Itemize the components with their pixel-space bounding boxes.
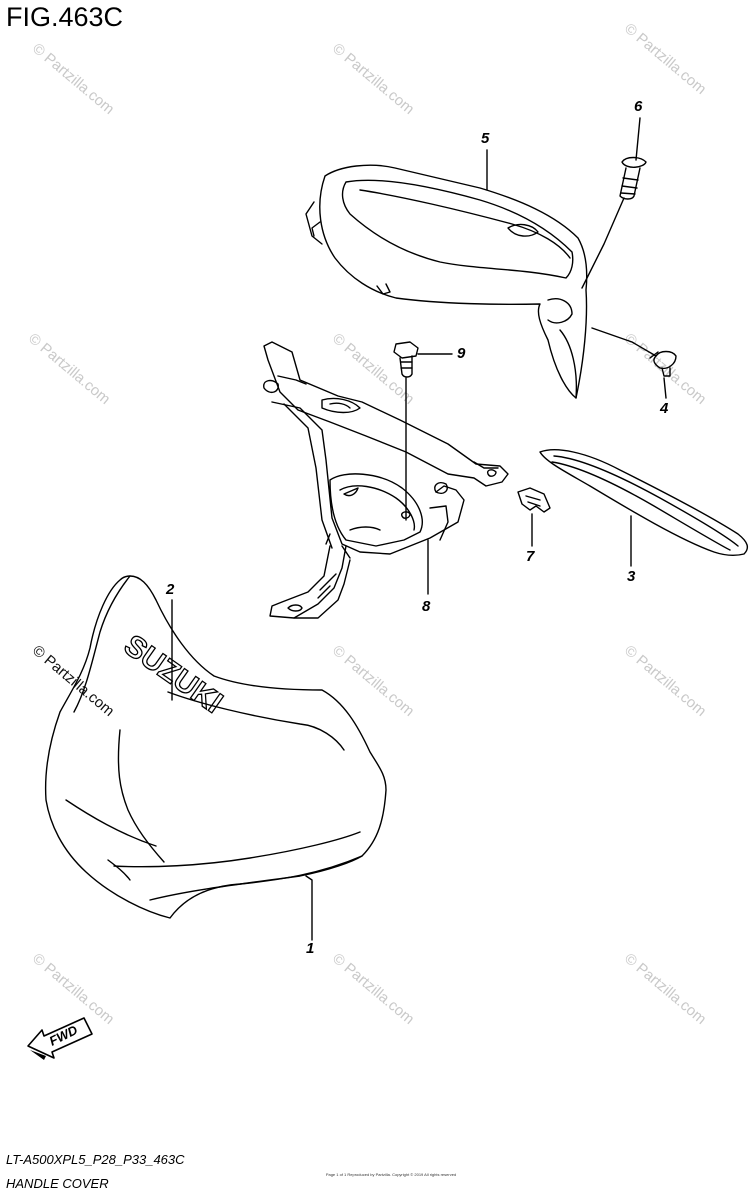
part-5-upper-cover — [305, 164, 588, 399]
model-code: LT-A500XPL5_P28_P33_463C — [6, 1152, 185, 1167]
fine-print: Page 1 of 1 Reproduced by Partzilla. Cop… — [325, 1172, 457, 1177]
fwd-arrow-icon: FWD — [27, 1017, 93, 1060]
callout-number: 5 — [481, 130, 490, 147]
callout-number: 8 — [422, 598, 431, 615]
part-6-screw — [619, 156, 647, 200]
part-1-main-cover — [44, 575, 387, 919]
callout-number: 6 — [634, 98, 643, 115]
callout-number: 9 — [457, 345, 466, 362]
part-8-bracket — [263, 341, 509, 619]
figure-title: FIG.463C — [6, 2, 124, 32]
part-9-bolt — [393, 341, 419, 378]
part-3-lens-trim — [539, 449, 749, 557]
callout-number: 3 — [627, 568, 636, 585]
callout-number: 4 — [660, 400, 669, 417]
section-name: HANDLE COVER — [6, 1176, 109, 1191]
callout-number: 1 — [306, 940, 315, 957]
callout-number: 2 — [166, 581, 175, 598]
callout-number: 7 — [526, 548, 535, 565]
part-7-clip — [517, 487, 551, 513]
